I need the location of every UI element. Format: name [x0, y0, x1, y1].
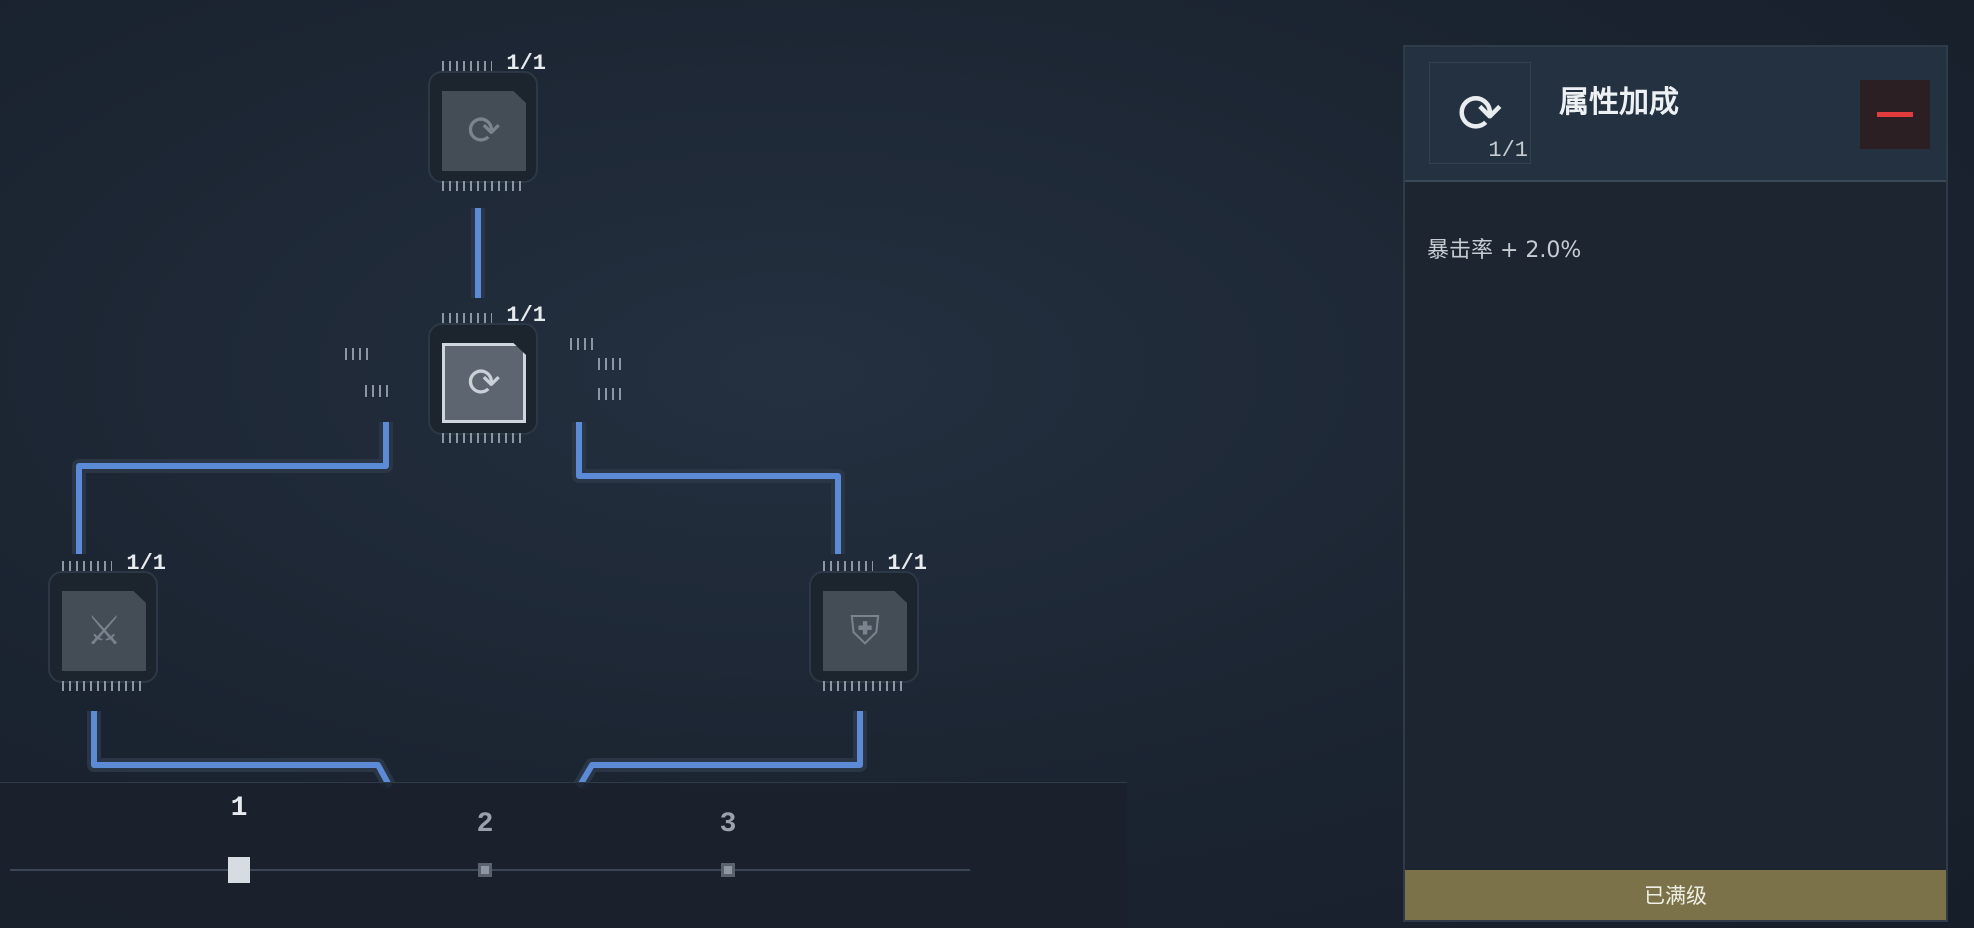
tier-label-2[interactable]: 2 — [476, 809, 494, 840]
bullet-swap-icon: ⟳ — [467, 360, 501, 406]
bullet-swap-icon: ⟳ 1/1 — [1429, 62, 1531, 164]
node-tile — [62, 591, 146, 671]
armor-icon: ⛨ — [850, 608, 880, 654]
tier-marker-2[interactable] — [478, 863, 492, 877]
bullet-swap-icon: ⟳ — [467, 108, 501, 154]
panel-header: ⟳ 1/1 属性加成 — [1405, 47, 1946, 182]
link-center-left — [76, 422, 389, 554]
node-level: 1/1 — [506, 51, 546, 76]
max-level-button[interactable]: 已满级 — [1405, 870, 1946, 920]
tier-label-3[interactable]: 3 — [719, 809, 737, 840]
node-tile — [823, 591, 907, 671]
link-center-right — [576, 422, 841, 554]
node-tile — [442, 343, 526, 423]
link-right-bottom — [576, 711, 863, 789]
skill-links — [72, 208, 867, 790]
skill-node-top[interactable]: ⟳ 1/1 — [414, 51, 552, 201]
pin-decoration — [570, 338, 596, 350]
tier-marker-1[interactable] — [228, 857, 250, 883]
node-level: 1/1 — [126, 551, 166, 576]
tier-marker-3[interactable] — [721, 863, 735, 877]
pin-decoration — [598, 358, 624, 370]
node-level: 1/1 — [506, 303, 546, 328]
panel-icon-level: 1/1 — [1488, 138, 1528, 163]
pin-decoration — [345, 348, 371, 360]
skill-node-center[interactable]: ⟳ 1/1 — [414, 303, 552, 453]
minus-button[interactable] — [1860, 80, 1930, 149]
skill-node-right[interactable]: ⛨ 1/1 — [795, 551, 933, 701]
link-left-bottom — [91, 711, 393, 789]
minus-icon — [1877, 112, 1913, 117]
panel-description: 暴击率 + 2.0% — [1427, 238, 1582, 263]
tier-selector: 1 2 3 — [0, 782, 1127, 928]
detail-panel: ⟳ 1/1 属性加成 暴击率 + 2.0% 已满级 — [1403, 45, 1948, 922]
node-level: 1/1 — [887, 551, 927, 576]
crossed-swords-icon: ⚔ — [86, 608, 122, 654]
panel-title: 属性加成 — [1559, 85, 1679, 120]
pin-decoration — [598, 388, 624, 400]
node-tile — [442, 91, 526, 171]
skill-node-left[interactable]: ⚔ 1/1 — [34, 551, 172, 701]
pin-decoration — [365, 385, 391, 397]
tier-label-1[interactable]: 1 — [230, 793, 248, 824]
